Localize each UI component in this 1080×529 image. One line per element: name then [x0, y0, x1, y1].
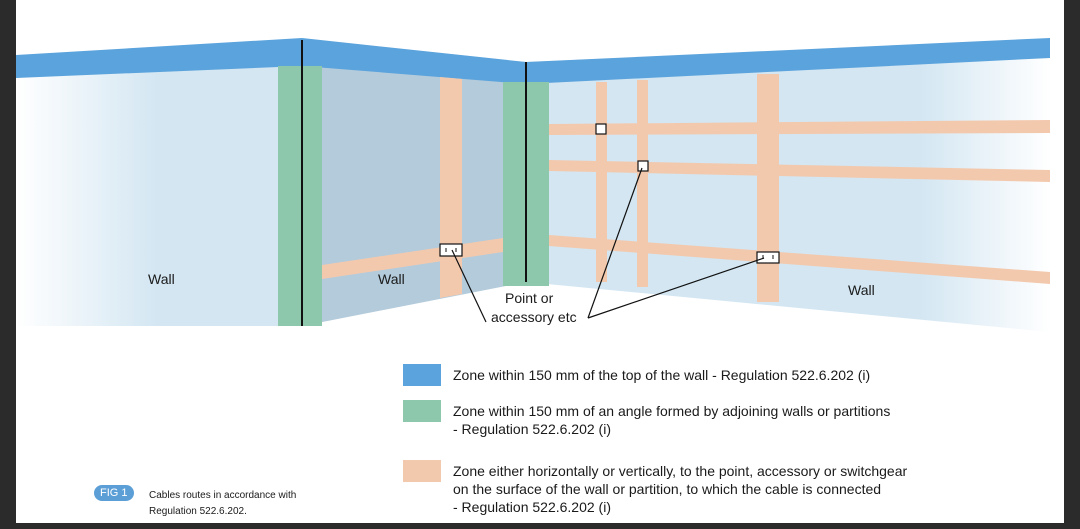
pointer-line-2 — [587, 167, 643, 319]
angle-zone-left-corner — [278, 66, 322, 326]
callout-label-line2: accessory etc — [491, 309, 577, 325]
legend-item-angle-zone: Zone within 150 mm of an angle formed by… — [403, 400, 1013, 438]
top-zone-left — [16, 38, 302, 78]
figure-caption: Cables routes in accordance with Regulat… — [149, 488, 296, 520]
legend-text-line: - Regulation 522.6.202 (i) — [453, 421, 611, 437]
socket-accessory-middle — [439, 243, 463, 257]
figure-badge: FIG 1 — [94, 485, 134, 501]
wall-label-left: Wall — [148, 271, 175, 287]
route-zone-right-vertical-3 — [757, 74, 779, 302]
switch-accessory-2 — [637, 160, 649, 172]
wall-zones-diagram: Wall Wall Wall Point or accessory etc — [16, 38, 1050, 332]
figure-caption-line: Cables routes in accordance with — [149, 490, 297, 501]
top-zone-middle — [302, 38, 526, 84]
middle-wall — [302, 44, 526, 326]
route-zone-middle-vertical — [440, 77, 462, 298]
route-zone-right-vertical-2 — [637, 80, 648, 287]
pointer-line-1 — [451, 249, 487, 323]
wall-label-middle: Wall — [378, 271, 405, 287]
route-zone-right-horizontal-1 — [549, 120, 1050, 135]
legend-text-line: Zone within 150 mm of the top of the wal… — [453, 367, 871, 383]
switch-accessory-1 — [595, 123, 607, 135]
legend-swatch-angle-zone — [403, 400, 441, 422]
legend-swatch-top-zone — [403, 364, 441, 386]
pointer-line-3 — [587, 257, 765, 319]
socket-accessory-right — [756, 251, 780, 264]
figure-canvas: Wall Wall Wall Point or accessory etc Zo… — [16, 0, 1064, 523]
legend-text-line: Zone either horizontally or vertically, … — [453, 463, 908, 479]
legend-text-line: Zone within 150 mm of an angle formed by… — [453, 403, 891, 419]
legend-text-line: - Regulation 522.6.202 (i) — [453, 499, 611, 515]
legend-item-top-zone: Zone within 150 mm of the top of the wal… — [403, 364, 1013, 386]
wall-label-right: Wall — [848, 282, 875, 298]
callout-label-line1: Point or — [505, 290, 554, 306]
legend-text-line: on the surface of the wall or partition,… — [453, 481, 882, 497]
top-zone-right — [526, 38, 1050, 84]
left-wall — [16, 44, 302, 326]
right-wall — [526, 40, 1050, 332]
figure-caption-line: Regulation 522.6.202. — [149, 506, 247, 517]
legend-item-route-zone: Zone either horizontally or vertically, … — [403, 460, 1013, 516]
route-zone-right-horizontal-2 — [549, 160, 1050, 182]
route-zone-right-horizontal-3 — [549, 235, 1050, 284]
route-zone-right-vertical-1 — [596, 82, 607, 282]
legend-swatch-route-zone — [403, 460, 441, 482]
